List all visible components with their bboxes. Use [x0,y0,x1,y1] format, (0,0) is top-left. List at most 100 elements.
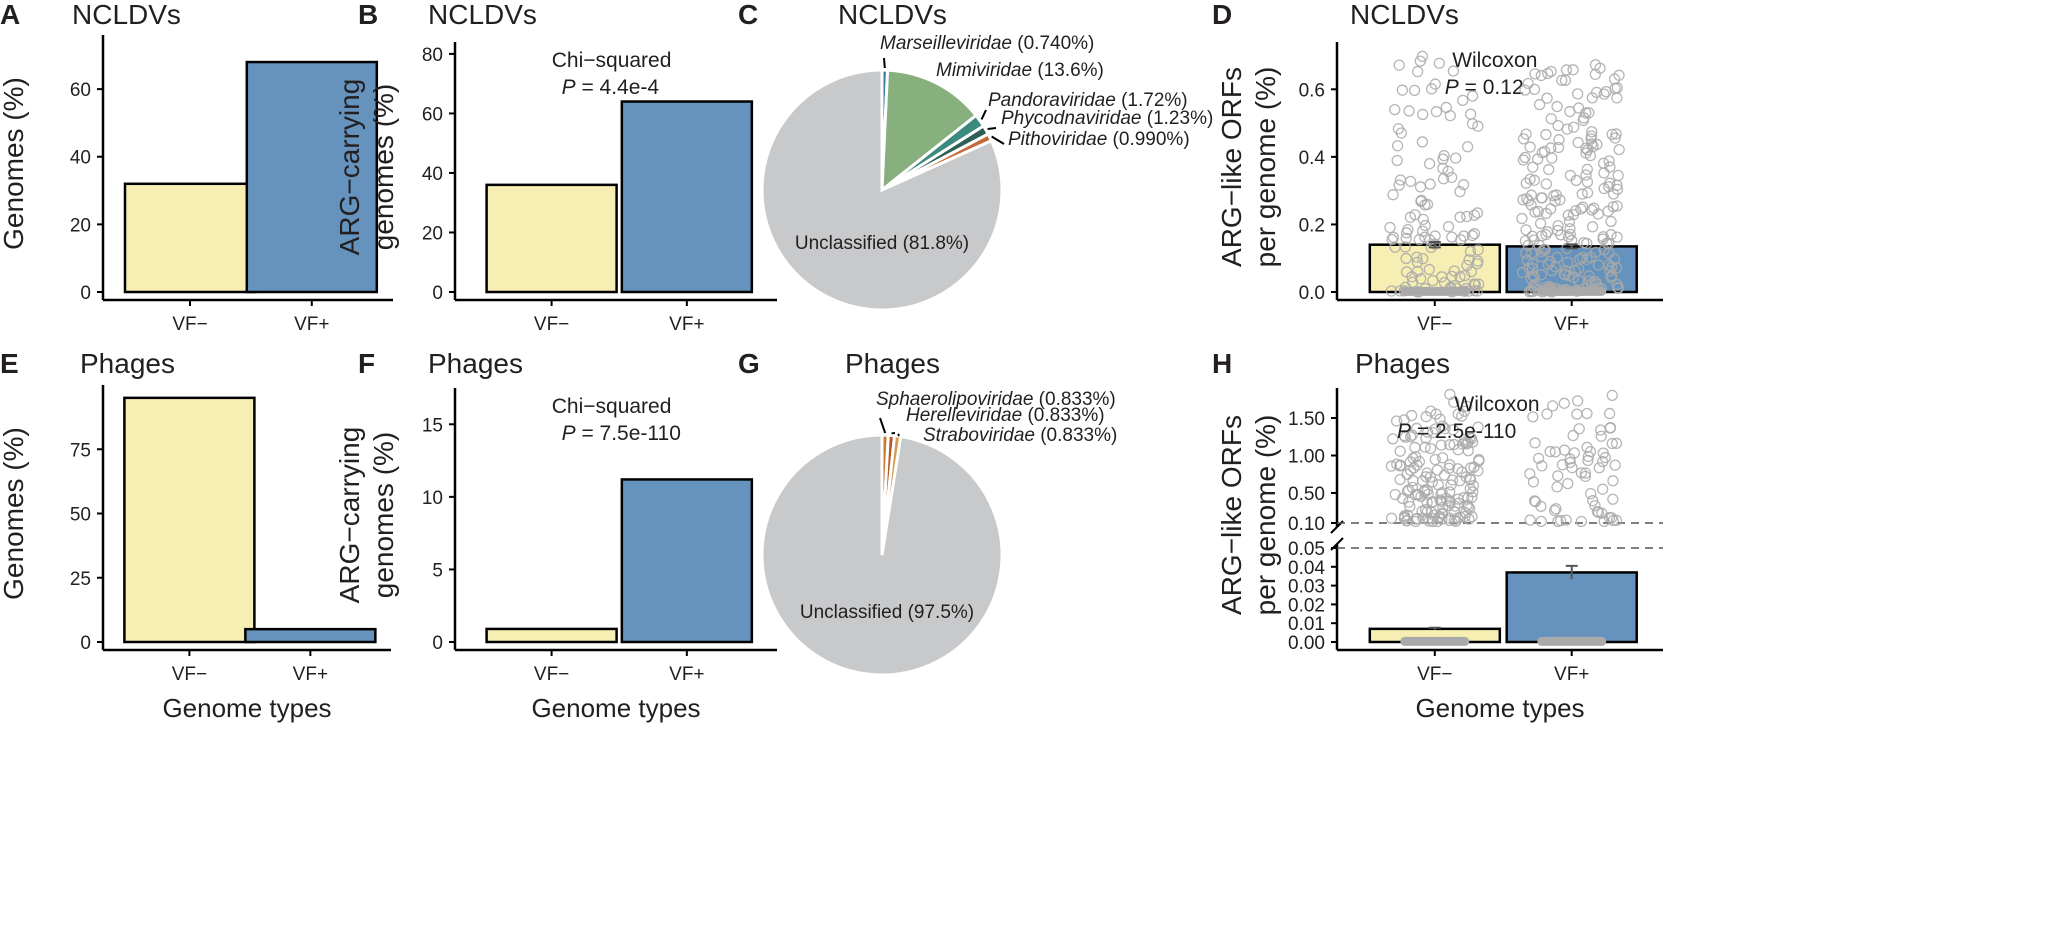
data-point [1389,488,1401,501]
annotation-p-part: P [562,422,576,445]
annotation-p-part: = 4.4e-4 [576,76,660,99]
data-point [1471,207,1484,219]
data-point [1581,187,1594,199]
bar-vf-plus [244,627,377,644]
data-point [1442,165,1454,177]
y-tick-label: 0.04 [1288,558,1325,579]
data-point [1545,65,1557,78]
data-point [1575,515,1588,528]
y-tick-label: 60 [70,80,91,101]
data-point [1472,465,1484,477]
panel-title: NCLDVs [1350,0,1459,30]
data-point [1579,467,1592,479]
data-point [1553,134,1565,146]
data-point [1561,123,1573,135]
data-point [1609,82,1621,95]
x-tick-label: VF− [1417,664,1452,685]
data-point [1613,143,1625,156]
slice-label-part: (0.833%) [1022,405,1104,426]
x-axis-title: Genome types [531,693,700,723]
data-point [1466,511,1478,523]
data-point [1389,103,1401,116]
data-point [1400,232,1412,245]
data-point [1412,489,1424,501]
data-point [1562,477,1574,490]
data-point [1421,426,1434,438]
data-point [1423,263,1435,276]
annotation-p-part: = 0.12 [1459,76,1524,99]
slice-label: Herelleviridae (0.833%) [906,405,1105,426]
data-point [1607,188,1620,200]
data-point [1417,252,1429,265]
panel-letter: H [1212,348,1232,379]
data-point [1420,432,1432,444]
data-point [1405,409,1418,422]
pie-slice [760,68,1004,312]
data-point [1398,429,1410,442]
data-point [1549,446,1562,458]
data-point [1394,459,1407,471]
data-point [1606,128,1618,140]
slice-label-part: Pandoraviridae [988,90,1116,111]
y-tick-label: 0.05 [1288,539,1325,560]
data-point [1454,271,1466,283]
data-point [1421,467,1433,479]
bar-vf-plus [1505,571,1638,644]
panel-letter: A [0,0,20,30]
data-point [1403,105,1415,117]
leader-line [879,417,887,434]
data-point [1585,130,1598,142]
data-point [1436,271,1448,283]
x-tick-label: VF− [534,314,569,335]
data-point [1594,62,1606,74]
data-point [1415,195,1427,207]
y-axis-label-line: ARG−carrying [334,79,365,256]
data-point [1604,265,1616,277]
data-point [1524,514,1536,526]
data-point [1592,208,1604,220]
y-axis-label-line: ARG−like ORFs [1216,67,1247,267]
data-point [1522,77,1534,90]
y-tick-label: 75 [70,440,91,461]
data-point [1525,273,1537,285]
data-point [1462,501,1475,513]
slice-label-part: Unclassified (81.8%) [795,233,969,254]
data-point [1440,492,1452,505]
data-point [1535,500,1547,512]
y-axis-label-line: genomes (%) [368,84,399,251]
data-point [1423,158,1436,170]
data-point [1523,286,1535,298]
data-point [1536,251,1548,263]
slice-label: Marseilleviridae (0.740%) [880,33,1094,54]
data-point [1386,233,1398,246]
bar-vf-plus [620,100,754,294]
y-tick-label: 0 [432,283,443,304]
data-point [1384,221,1396,234]
data-point [1411,422,1423,435]
data-point [1538,145,1551,158]
data-point [1524,173,1536,185]
data-point [1424,178,1436,190]
data-point [1404,211,1417,223]
data-point [1551,251,1563,264]
data-point [1447,65,1460,77]
data-point [1610,262,1623,274]
annotation-test: Chi−squared [552,395,672,418]
data-point [1452,408,1464,420]
data-point [1401,485,1414,497]
data-point [1464,108,1477,120]
data-point [1437,162,1449,174]
data-point [1603,155,1615,167]
y-tick-label: 0.50 [1288,484,1325,505]
slice-label-part: Straboviridae [923,425,1035,446]
data-point [1429,423,1441,435]
data-point [1581,163,1593,176]
data-point [1466,90,1479,102]
data-point [1603,237,1615,249]
data-point [1425,405,1437,417]
panel-title: Phages [845,348,940,379]
annotation-test: Wilcoxon [1452,49,1537,72]
data-point [1576,188,1588,200]
data-point [1605,229,1617,241]
